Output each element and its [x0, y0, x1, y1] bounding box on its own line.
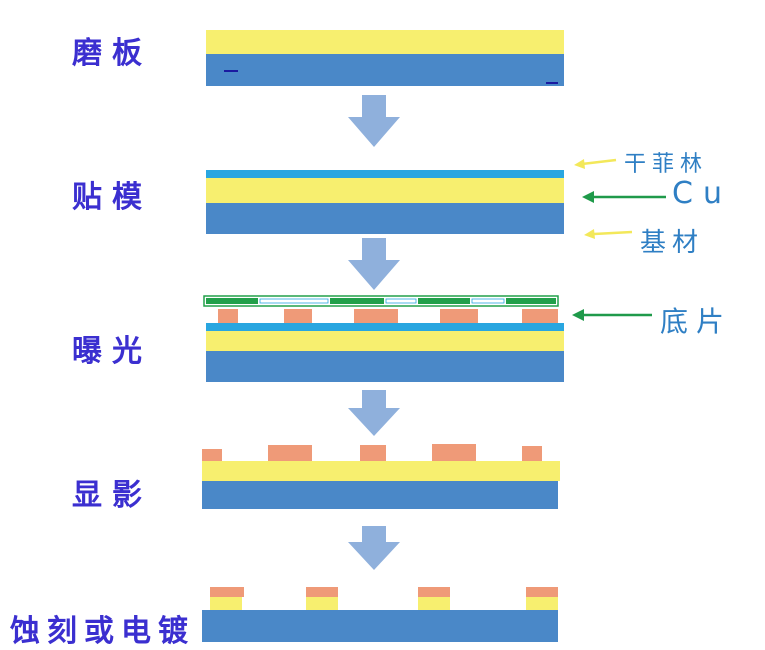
mask-clear — [385, 298, 417, 304]
resist-pad — [440, 309, 478, 323]
step-label-lamination: 贴模 — [72, 180, 152, 215]
step3-board — [203, 295, 564, 382]
step-label-etch-or-plate: 蚀刻或电镀 — [10, 614, 195, 649]
step5-board — [202, 587, 558, 642]
substrate-layer — [206, 351, 564, 382]
mark — [224, 70, 238, 72]
down-arrow-icon — [348, 238, 400, 290]
mask-opaque — [206, 298, 258, 304]
annotation-film-negative: 底片 — [660, 305, 733, 338]
step1-board — [206, 30, 564, 86]
arrowhead — [572, 309, 584, 321]
step-label-development: 显影 — [72, 478, 152, 513]
copper-layer — [206, 178, 564, 203]
resist-pad — [210, 587, 244, 597]
mask-clear — [471, 298, 505, 304]
down-arrow-icon — [348, 526, 400, 570]
substrate-layer — [206, 203, 564, 234]
resist-pad — [202, 449, 222, 461]
copper-trace — [418, 597, 450, 610]
resist-pad — [522, 309, 558, 323]
resist-pad — [526, 587, 558, 597]
mask-opaque — [330, 298, 384, 304]
step4-board — [202, 444, 560, 509]
resist-pad — [360, 445, 386, 461]
arrowhead — [574, 159, 585, 169]
copper-layer — [202, 461, 560, 481]
substrate-layer — [206, 54, 564, 86]
copper-trace — [306, 597, 338, 610]
arrowhead — [582, 191, 594, 203]
resist-pad — [306, 587, 338, 597]
resist-pad — [284, 309, 312, 323]
mask-opaque — [506, 298, 556, 304]
step-label-exposure: 曝光 — [72, 334, 152, 369]
copper-layer — [206, 30, 564, 54]
substrate-layer — [202, 481, 558, 509]
arrowhead — [584, 229, 595, 239]
resist-pad — [218, 309, 238, 323]
arrow-substrate — [593, 230, 633, 236]
substrate-layer — [202, 610, 558, 642]
arrow-dry-film — [581, 158, 617, 166]
annotation-substrate: 基材 — [640, 228, 705, 258]
copper-layer — [206, 331, 564, 351]
resist-pad — [432, 444, 476, 461]
resist-pad — [522, 446, 542, 461]
mask-opaque — [418, 298, 470, 304]
mask-clear — [259, 298, 329, 304]
copper-trace — [526, 597, 558, 610]
step2-board — [206, 170, 564, 234]
down-arrow-icon — [348, 390, 400, 436]
resist-pad — [418, 587, 450, 597]
annotation-dry-film: 干菲林 — [624, 152, 709, 177]
resist-pad — [354, 309, 398, 323]
dry-film-layer — [206, 170, 564, 178]
mark — [546, 82, 558, 84]
step-label-grinding: 磨板 — [72, 36, 152, 71]
copper-trace — [210, 597, 242, 610]
annotation-cu: Cu — [672, 176, 732, 211]
resist-pad — [268, 445, 312, 461]
down-arrow-icon — [348, 95, 400, 147]
annotation-arrows — [572, 158, 666, 321]
dry-film-layer — [206, 323, 564, 331]
